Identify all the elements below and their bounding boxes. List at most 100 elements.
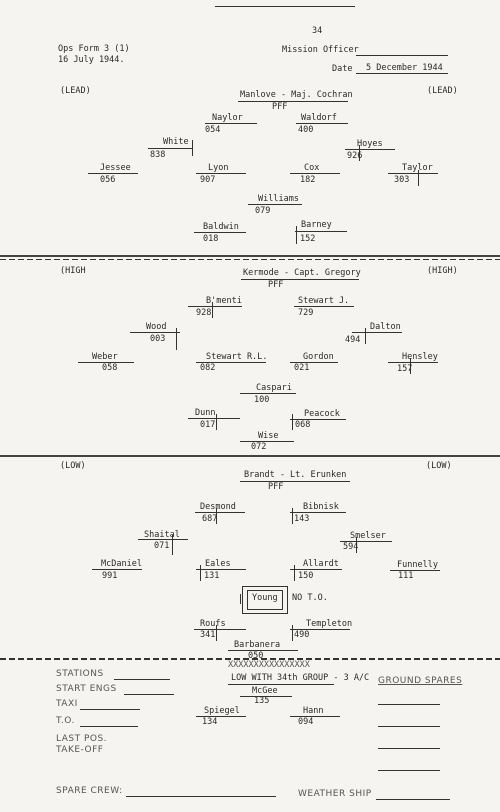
pilot-name: Barney <box>301 220 332 230</box>
pilot-number: 490 <box>294 630 310 640</box>
pilot-tick <box>359 145 360 161</box>
pilot-number: 926 <box>347 151 363 161</box>
pilot-number: 143 <box>294 514 310 524</box>
lead-tag-right: (LEAD) <box>427 86 458 96</box>
high-tag-right: (HIGH) <box>427 266 458 276</box>
pilot-line <box>194 232 246 233</box>
pilot-number: 729 <box>298 308 314 318</box>
low-tag-left: (LOW) <box>60 461 86 471</box>
young-box <box>242 586 288 614</box>
pilot-number: 400 <box>298 125 314 135</box>
high-tag-left: (HIGH <box>60 266 86 276</box>
pilot-name: Wise <box>258 431 279 441</box>
pilot-line <box>388 173 438 174</box>
pilot-name: Desmond <box>200 502 236 512</box>
spare-crew-line <box>126 796 276 797</box>
pilot-tick <box>240 594 241 604</box>
pilot-tick <box>216 508 217 524</box>
pilot-name: Waldorf <box>301 113 337 123</box>
weather-ship-line <box>376 799 450 800</box>
pilot-tick <box>192 140 193 156</box>
start-engines-label: START ENGS <box>56 684 117 694</box>
pilot-name: McGee <box>252 686 278 696</box>
section-divider <box>0 259 500 260</box>
pilot-name: Lyon <box>208 163 229 173</box>
pilot-line <box>240 441 294 442</box>
pilot-tick <box>292 508 293 524</box>
pilot-line <box>240 696 292 697</box>
pilot-tick <box>292 414 293 430</box>
pilot-name: Naylor <box>212 113 243 123</box>
pilot-line <box>388 362 438 363</box>
pilot-name: Young <box>252 593 278 603</box>
pilot-name: Jessee <box>100 163 131 173</box>
pilot-number: 094 <box>298 717 314 727</box>
top-rule <box>215 6 355 7</box>
pilot-tick <box>294 565 295 581</box>
pilot-line <box>295 231 347 232</box>
lead-leader-line <box>238 101 348 102</box>
lead-tag-left: (LEAD) <box>60 86 91 96</box>
pilot-line <box>352 332 402 333</box>
pilot-number: 079 <box>255 206 271 216</box>
section-divider <box>0 255 500 257</box>
ground-spares-line <box>378 748 440 749</box>
pilot-line <box>294 306 354 307</box>
pilot-line <box>130 332 180 333</box>
pilot-name: Williams <box>258 194 299 204</box>
pilot-number: 135 <box>254 696 270 706</box>
pilot-tick <box>212 302 213 318</box>
form-date: 16 July 1944. <box>58 55 125 65</box>
ground-spares-line <box>378 770 440 771</box>
section-divider <box>0 658 500 660</box>
pilot-name: Barbanera <box>234 640 281 650</box>
spare-crew-label: SPARE CREW: <box>56 786 123 796</box>
pilot-line <box>228 650 298 651</box>
pilot-number: 303 <box>394 175 410 185</box>
pilot-tick <box>176 328 177 350</box>
ground-spares-line <box>378 704 440 705</box>
taxi-label: TAXI <box>56 699 78 709</box>
pilot-line <box>248 204 302 205</box>
low-with-underline <box>228 684 334 685</box>
pilot-number: 072 <box>251 442 267 452</box>
pilot-line <box>290 629 350 630</box>
pilot-line <box>290 569 342 570</box>
takeoff-time-label: T.O. <box>56 716 75 726</box>
pilot-number: 907 <box>200 175 216 185</box>
pilot-number: 056 <box>100 175 116 185</box>
pilot-name: Gordon <box>303 352 334 362</box>
pilot-line <box>296 123 348 124</box>
weather-ship-label: WEATHER SHIP <box>298 789 372 799</box>
pilot-name: Hoyes <box>357 139 383 149</box>
pilot-tick <box>292 625 293 641</box>
no-takeoff-note: NO T.O. <box>292 593 328 603</box>
pilot-line <box>196 569 246 570</box>
date-line <box>356 73 448 74</box>
pilot-tick <box>200 565 201 581</box>
pilot-line <box>340 541 392 542</box>
pilot-number: 071 <box>154 541 170 551</box>
pilot-number: 131 <box>204 571 220 581</box>
pilot-tick <box>365 328 366 344</box>
pilot-line <box>138 539 188 540</box>
pilot-number: 341 <box>200 630 216 640</box>
pilot-tick <box>216 625 217 641</box>
pilot-number: 182 <box>300 175 316 185</box>
pilot-name: Bibnisk <box>303 502 339 512</box>
pilot-line <box>290 362 338 363</box>
start-engines-line <box>124 694 174 695</box>
pilot-tick <box>296 226 297 244</box>
pilot-name: Dalton <box>370 322 401 332</box>
pilot-line <box>92 569 142 570</box>
pilot-line <box>205 123 257 124</box>
pilot-number: 018 <box>203 234 219 244</box>
taxi-line <box>80 709 140 710</box>
high-leader: Kermode - Capt. Gregory <box>243 268 361 278</box>
ground-spares-line <box>378 726 440 727</box>
pilot-name: Templeton <box>306 619 353 629</box>
pilot-number: 021 <box>294 363 310 373</box>
section-divider <box>0 455 500 457</box>
pilot-name: McDaniel <box>101 559 142 569</box>
low-leader-tag: PFF <box>268 482 284 492</box>
